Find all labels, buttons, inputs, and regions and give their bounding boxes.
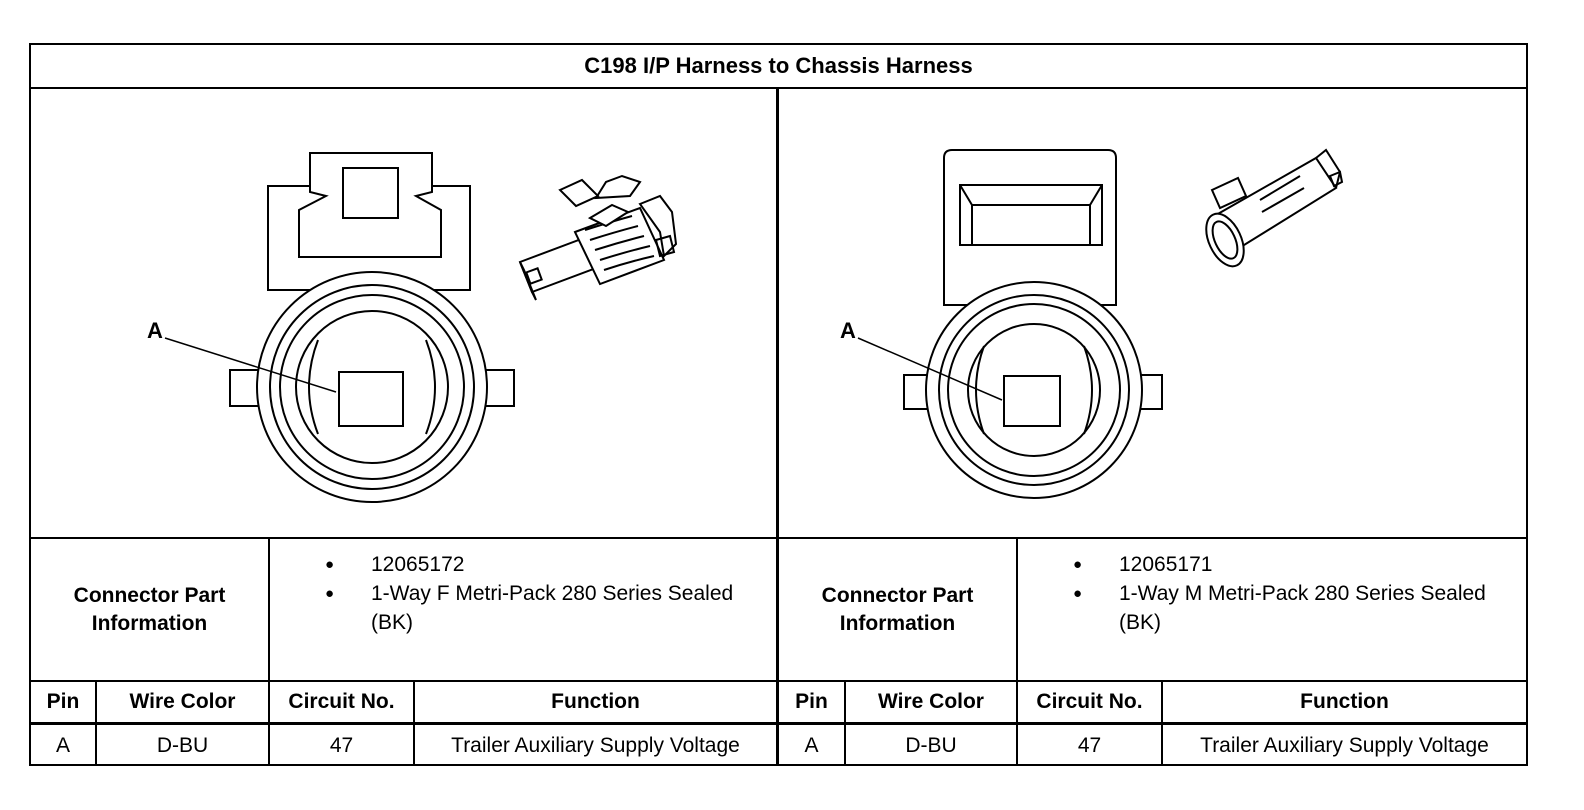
right-row-circuit: 47: [1077, 733, 1102, 757]
left-row-wire-color: D-BU: [156, 733, 209, 757]
table-row-top-border: [31, 722, 1526, 725]
left-header-function: Function: [551, 690, 640, 713]
left-description: 1-Way F Metri-Pack 280 Series Sealed (BK…: [313, 579, 743, 637]
right-cpi-label: Connector Part Information: [779, 539, 1016, 680]
inner-ring-right: [947, 303, 1121, 477]
left-row-circuit: 47: [329, 733, 354, 757]
inner-ring: [279, 294, 465, 480]
right-header-wire-color: Wire Color: [878, 690, 984, 713]
right-header-function: Function: [1300, 690, 1389, 713]
right-cpi-list: 12065171 1-Way M Metri-Pack 280 Series S…: [1061, 550, 1491, 637]
cavity-ring: [295, 310, 449, 464]
left-cpi-list: 12065172 1-Way F Metri-Pack 280 Series S…: [313, 550, 743, 637]
seal-ring: [269, 284, 475, 490]
callout-leader-a: [164, 337, 337, 393]
female-connector-face-view: [164, 152, 515, 503]
male-connector-isometric: [1205, 148, 1344, 268]
table-header-top-border: [31, 680, 1526, 682]
right-callout-a: A: [840, 318, 856, 343]
connector-sheet: C198 I/P Harness to Chassis Harness Conn…: [29, 43, 1528, 766]
left-cpi-label-line2: Information: [91, 611, 208, 635]
right-description: 1-Way M Metri-Pack 280 Series Sealed (BK…: [1061, 579, 1491, 637]
left-header-wire-color: Wire Color: [129, 690, 236, 713]
cavity-ring-right: [967, 323, 1101, 457]
latch-slot: [959, 184, 1103, 246]
drawing-bottom-border: [31, 537, 1526, 539]
seal-ring-right: [938, 294, 1130, 486]
left-row-pin: A: [55, 733, 70, 757]
center-divider: [776, 89, 779, 766]
latch-tab: [298, 152, 442, 258]
latch-window: [342, 167, 399, 219]
right-circuit-divider: [1161, 682, 1163, 766]
left-cpi-divider: [268, 539, 270, 766]
right-lock-rib: [425, 339, 436, 435]
right-pin-divider: [844, 682, 846, 766]
left-pin-divider: [95, 682, 97, 766]
right-part-number: 12065171: [1061, 550, 1491, 579]
right-lock-rib-right: [1083, 345, 1093, 435]
right-row-wire-color: D-BU: [905, 733, 957, 757]
left-lock-rib-right: [975, 345, 985, 435]
right-cpi-label-line2: Information: [839, 611, 956, 635]
left-circuit-divider: [413, 682, 415, 766]
terminal-cavity-a: [338, 371, 404, 427]
callout-leader-a-right: [857, 337, 1003, 401]
right-cpi-label-line1: Connector Part: [821, 583, 974, 607]
right-header-circuit: Circuit No.: [1036, 690, 1143, 713]
right-row-function: Trailer Auxiliary Supply Voltage: [1200, 733, 1489, 757]
left-header-circuit: Circuit No.: [288, 690, 395, 713]
male-connector-face-view: [857, 149, 1163, 499]
left-callout-a: A: [147, 318, 163, 343]
terminal-cavity-a-right: [1003, 375, 1061, 427]
right-row-pin: A: [804, 733, 819, 757]
right-header-pin: Pin: [795, 690, 828, 713]
left-cpi-label: Connector Part Information: [31, 539, 268, 680]
diagram-title: C198 I/P Harness to Chassis Harness: [31, 45, 1526, 89]
latch-slot-bevel: [959, 184, 1103, 245]
left-part-number: 12065172: [313, 550, 743, 579]
right-cpi-divider: [1016, 539, 1018, 766]
left-row-function: Trailer Auxiliary Supply Voltage: [451, 733, 740, 757]
left-lock-rib: [308, 339, 319, 435]
left-cpi-label-line1: Connector Part: [73, 583, 226, 607]
left-header-pin: Pin: [46, 690, 80, 713]
latch-housing-right: [943, 149, 1117, 306]
female-connector-isometric: [518, 174, 678, 301]
